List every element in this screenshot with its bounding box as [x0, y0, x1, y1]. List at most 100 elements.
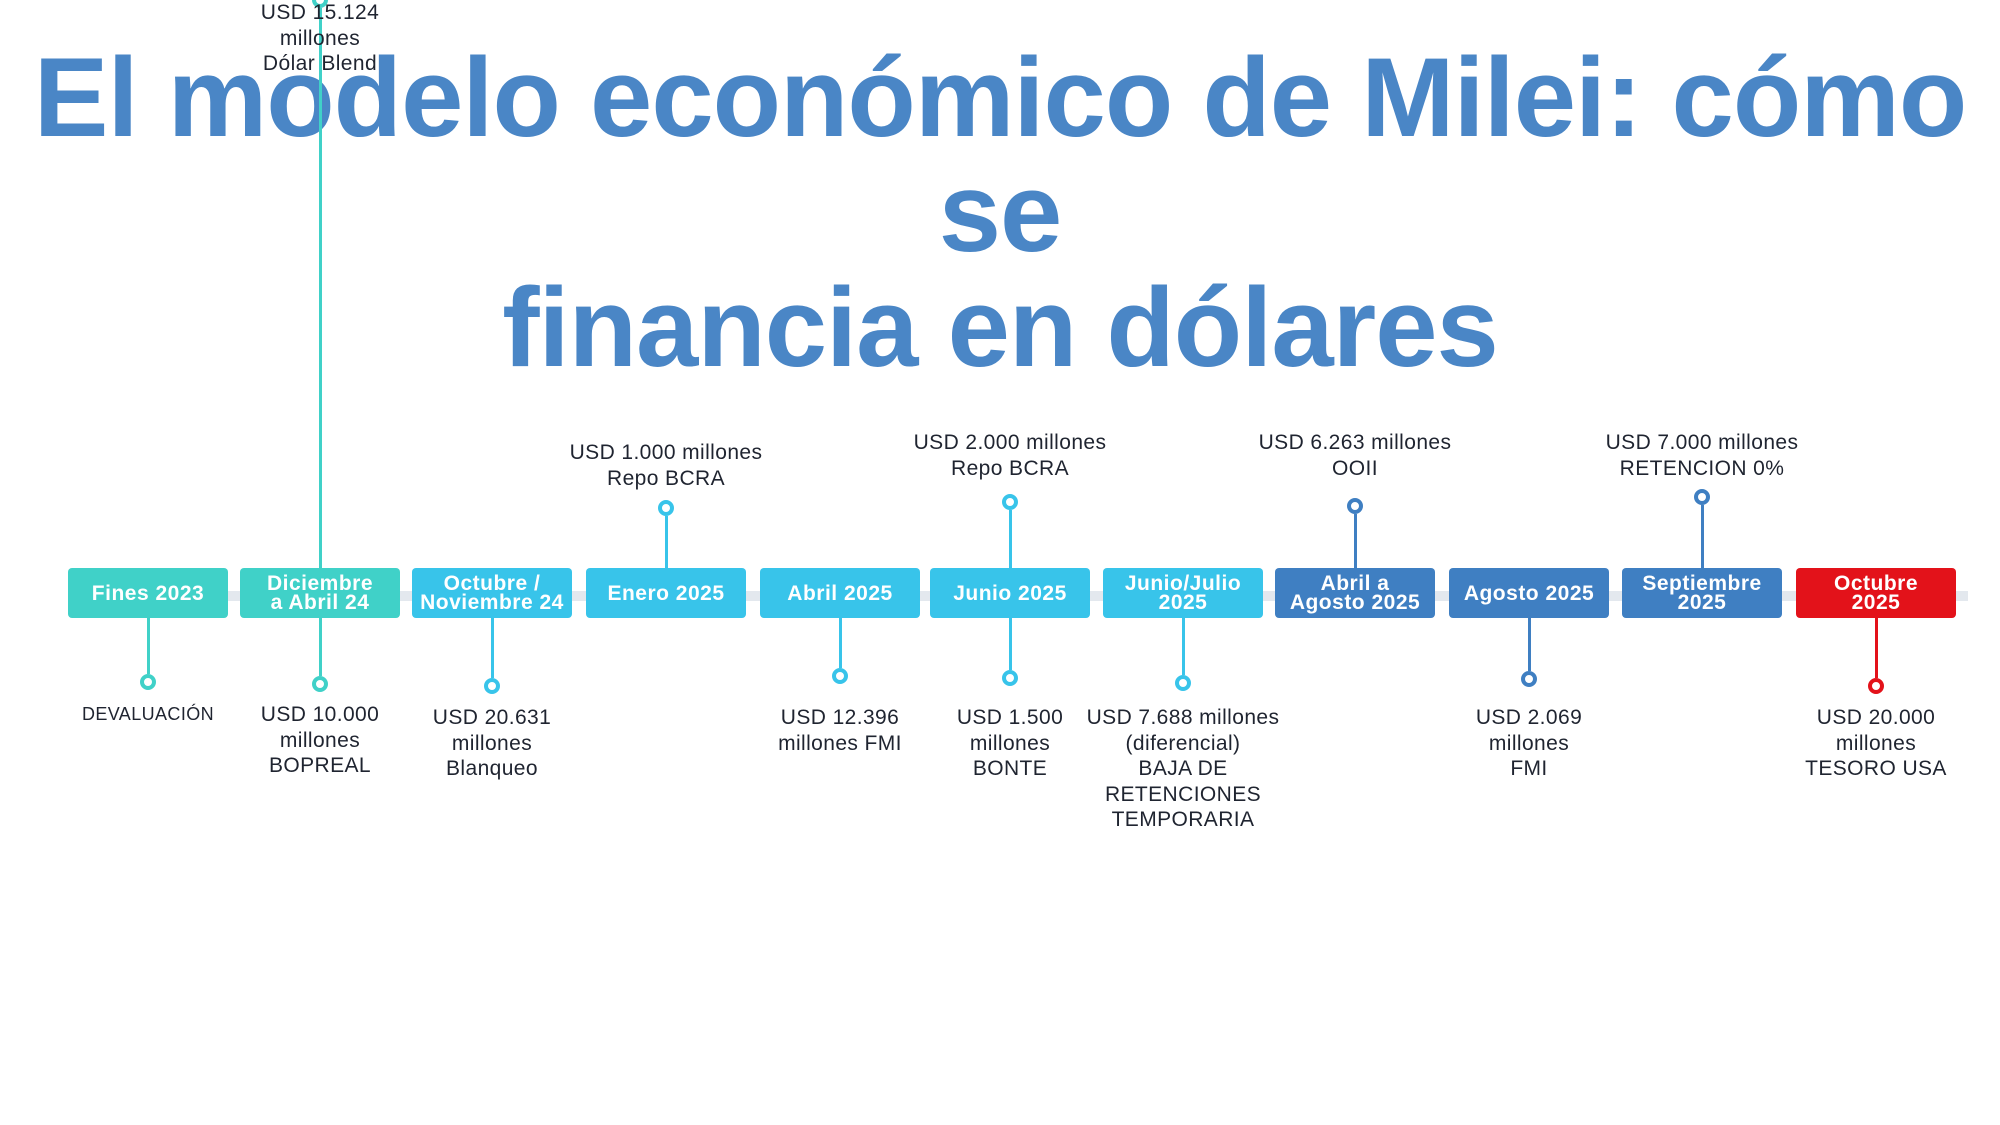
- period-box-label: Fines 2023: [91, 581, 205, 605]
- label-line: USD 15.124: [260, 1, 380, 24]
- period-box-label: Abril 2025: [787, 581, 893, 605]
- connector-up: [1353, 514, 1357, 568]
- period-box: Octubre /Noviembre 24: [412, 568, 572, 618]
- period-box: Abril 2025: [760, 568, 920, 618]
- label-line: millones: [1835, 731, 1917, 755]
- connector-down: [838, 618, 842, 668]
- title-line-2: financia en dólares: [502, 265, 1499, 390]
- label-line: USD 7.688 millones: [1086, 706, 1280, 729]
- connector-up: [664, 516, 668, 568]
- connector-down: [318, 618, 322, 676]
- period-line: 2025: [1677, 591, 1727, 614]
- period-line: Septiembre: [1642, 572, 1762, 595]
- label-line: millones: [279, 26, 361, 50]
- label-line: BOPREAL: [268, 754, 371, 777]
- period-line: Octubre: [1833, 572, 1918, 595]
- connector-dot: [1347, 498, 1363, 514]
- label-line: millones FMI: [778, 731, 902, 755]
- period-line: Junio 2025: [953, 581, 1067, 605]
- period-line: Agosto 2025: [1289, 591, 1421, 614]
- connector-down: [490, 618, 494, 678]
- connector-down: [1008, 618, 1012, 670]
- period-line: 2025: [1158, 591, 1208, 614]
- period-line: a Abril 24: [270, 591, 370, 614]
- label-line: OOII: [1332, 456, 1378, 480]
- period-line: Octubre /: [443, 572, 541, 595]
- label-line: USD 20.631: [432, 706, 552, 729]
- period-box: Agosto 2025: [1449, 568, 1609, 618]
- connector-dot: [1002, 494, 1018, 510]
- period-line: 2025: [1851, 591, 1901, 614]
- connector-dot: [832, 668, 848, 684]
- connector-dot: [1175, 675, 1191, 691]
- label-line: Repo BCRA: [951, 456, 1069, 480]
- label-line: millones: [969, 731, 1051, 755]
- label-line: USD 2.069: [1475, 706, 1583, 729]
- period-box-label: Junio 2025: [953, 581, 1067, 605]
- connector-dot: [312, 0, 328, 8]
- connector-dot: [1694, 489, 1710, 505]
- connector-dot: [1521, 671, 1537, 687]
- connector-up: [1008, 510, 1012, 568]
- connector-dot: [1002, 670, 1018, 686]
- connector-up: [1700, 505, 1704, 568]
- label-line: millones: [1488, 731, 1570, 755]
- label-line: millones: [451, 731, 533, 755]
- connector-down: [1181, 618, 1185, 675]
- label-line: FMI: [1510, 757, 1548, 780]
- period-box-label: Enero 2025: [607, 581, 725, 605]
- connector-dot: [484, 678, 500, 694]
- label-line: USD 2.000 millones: [913, 431, 1107, 454]
- label-line: BAJA DE: [1138, 757, 1228, 780]
- connector-dot: [140, 674, 156, 690]
- label-line: (diferencial): [1125, 731, 1241, 755]
- label-line: USD 1.000 millones: [569, 441, 763, 464]
- label-line: BONTE: [972, 757, 1048, 780]
- connector-dot: [312, 676, 328, 692]
- label-line: USD 7.000 millones: [1605, 431, 1799, 454]
- event-label-below: DEVALUACIÓN: [38, 702, 258, 728]
- period-line: Fines 2023: [91, 581, 205, 605]
- page-title: El modelo económico de Milei: cómo se fi…: [0, 40, 2000, 385]
- label-line: USD 1.500: [956, 706, 1064, 729]
- connector-up: [318, 8, 322, 568]
- label-line: Blanqueo: [446, 757, 538, 780]
- label-line: Repo BCRA: [607, 466, 725, 490]
- period-line: Agosto 2025: [1463, 581, 1595, 605]
- label-line: Dólar Blend: [262, 52, 378, 75]
- period-line: Abril a: [1320, 572, 1390, 595]
- label-line: millones: [279, 728, 361, 752]
- period-line: Abril 2025: [787, 581, 893, 605]
- label-line: TESORO USA: [1805, 757, 1947, 780]
- connector-down: [146, 618, 150, 674]
- connector-dot: [658, 500, 674, 516]
- connector-down: [1874, 618, 1878, 678]
- period-line: Diciembre: [266, 572, 374, 595]
- period-line: Junio/Julio: [1124, 572, 1242, 595]
- label-line: USD 6.263 millones: [1258, 431, 1452, 454]
- label-line: USD 10.000: [260, 703, 380, 726]
- period-line: Enero 2025: [607, 581, 725, 605]
- label-line: RETENCION 0%: [1619, 456, 1785, 480]
- period-box: Fines 2023: [68, 568, 228, 618]
- period-box: Enero 2025: [586, 568, 746, 618]
